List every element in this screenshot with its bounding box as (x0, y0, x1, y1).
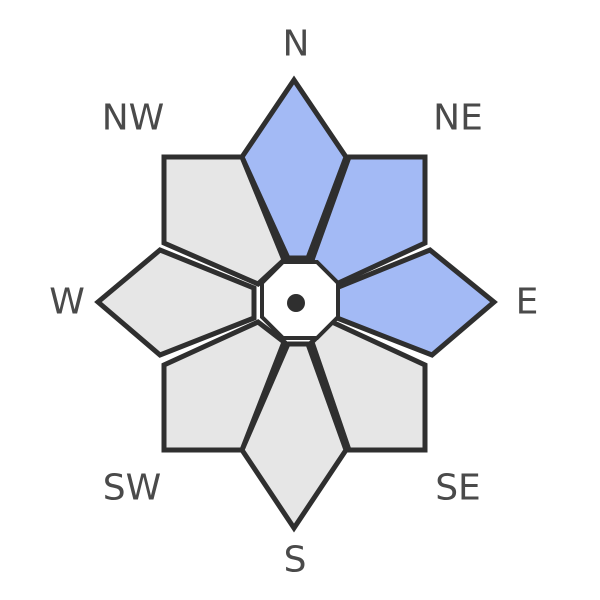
label-nw: NW (102, 98, 165, 139)
label-e: E (516, 282, 539, 323)
petal-s[interactable] (239, 341, 349, 533)
petal-w[interactable] (94, 247, 257, 358)
label-se: SE (435, 468, 481, 509)
label-ne: NE (433, 98, 483, 139)
label-s: S (284, 540, 307, 581)
label-sw: SW (103, 468, 161, 509)
petal-sw[interactable] (161, 319, 288, 453)
label-w: W (49, 282, 85, 323)
compass-center-dot (287, 294, 305, 312)
label-n: N (283, 24, 310, 65)
